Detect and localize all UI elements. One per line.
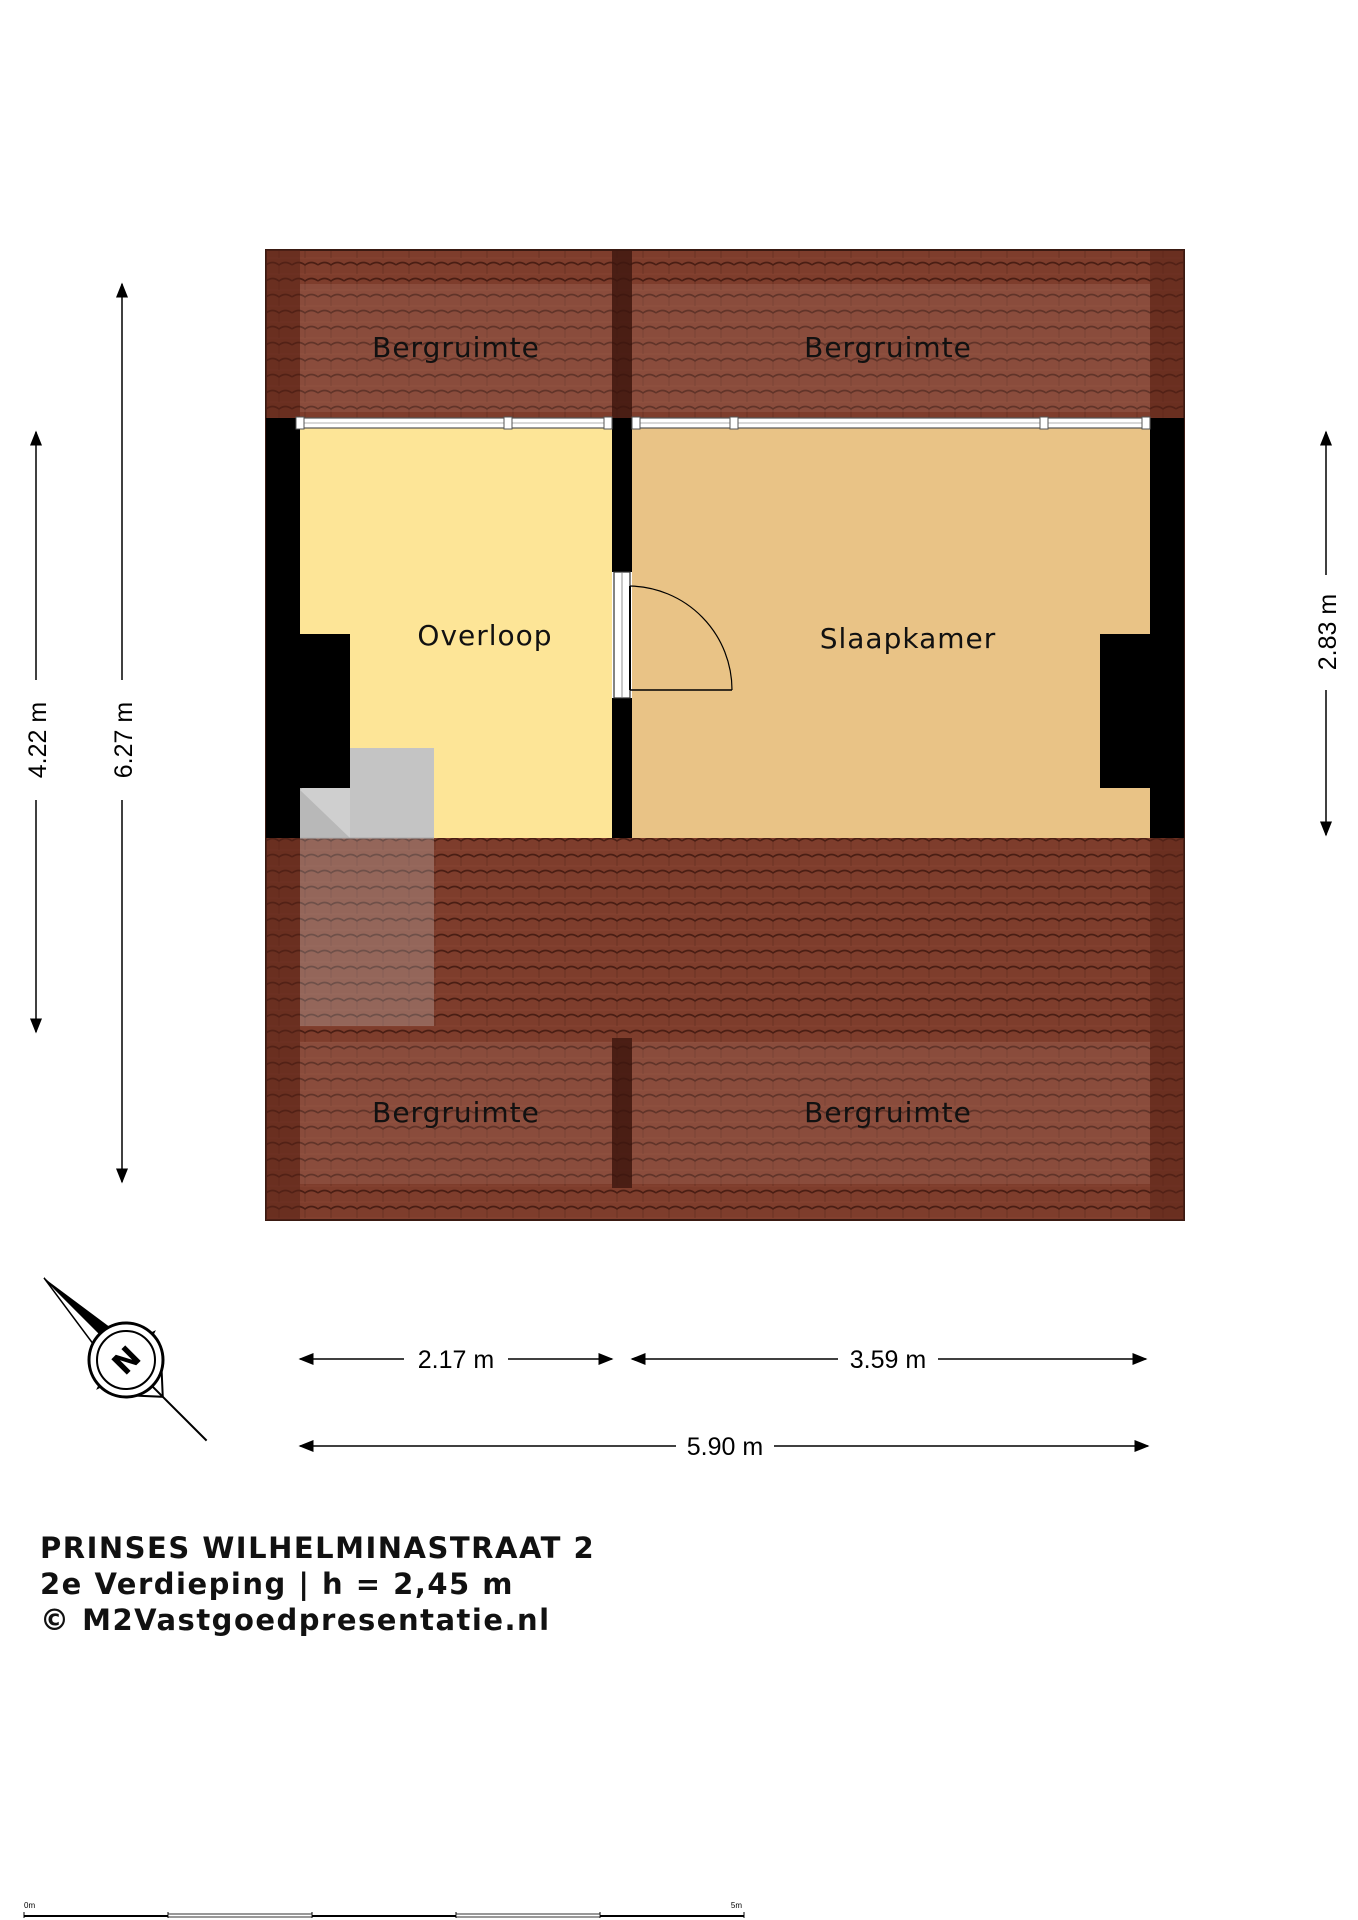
caption-address: PRINSES WILHELMINASTRAAT 2: [40, 1531, 596, 1565]
label-storage-top-right: Bergruimte: [804, 331, 972, 364]
storage-bottom-left: [300, 1042, 612, 1184]
caption: PRINSES WILHELMINASTRAAT 2 2e Verdieping…: [40, 1530, 595, 1638]
caption-copyright: © M2Vastgoedpresentatie.nl: [40, 1603, 551, 1637]
dimension-width-total: 5.90 m: [298, 1433, 1150, 1461]
svg-text:2.83 m: 2.83 m: [1314, 594, 1342, 670]
label-landing: Overloop: [417, 619, 552, 652]
compass-north-icon: N: [43, 1277, 208, 1442]
svg-text:2.17 m: 2.17 m: [418, 1346, 494, 1374]
svg-text:3.59 m: 3.59 m: [850, 1346, 926, 1374]
svg-text:5.90 m: 5.90 m: [687, 1433, 763, 1461]
scale-bar: 0m 5m: [23, 1901, 745, 1918]
walls: [266, 418, 1184, 838]
roof-top: [266, 250, 1184, 418]
storage-top-right: [632, 284, 1150, 412]
svg-text:4.22 m: 4.22 m: [24, 702, 52, 778]
roof-bottom: [266, 838, 1184, 1220]
door: [613, 571, 733, 699]
dimension-left-inner: 4.22 m: [24, 430, 52, 1034]
svg-text:6.27 m: 6.27 m: [110, 702, 138, 778]
label-storage-bottom-left: Bergruimte: [372, 1096, 540, 1129]
dimension-left-outer: 6.27 m: [110, 282, 138, 1184]
storage-bottom-right: [632, 1042, 1150, 1184]
label-storage-bottom-right: Bergruimte: [804, 1096, 972, 1129]
bedroom-floor: [632, 418, 1150, 838]
caption-floor: 2e Verdieping | h = 2,45 m: [40, 1567, 515, 1601]
label-bedroom: Slaapkamer: [820, 622, 997, 655]
staircase: [300, 748, 434, 1026]
label-storage-top-left: Bergruimte: [372, 331, 540, 364]
scale-end: 5m: [731, 1901, 742, 1910]
windows: [295, 416, 1151, 430]
dimension-width-left-room: 2.17 m: [298, 1346, 614, 1374]
dimension-right: 2.83 m: [1314, 430, 1342, 837]
storage-top-left: [300, 284, 612, 412]
scale-start: 0m: [24, 1901, 35, 1910]
dimension-width-right-room: 3.59 m: [630, 1346, 1148, 1374]
